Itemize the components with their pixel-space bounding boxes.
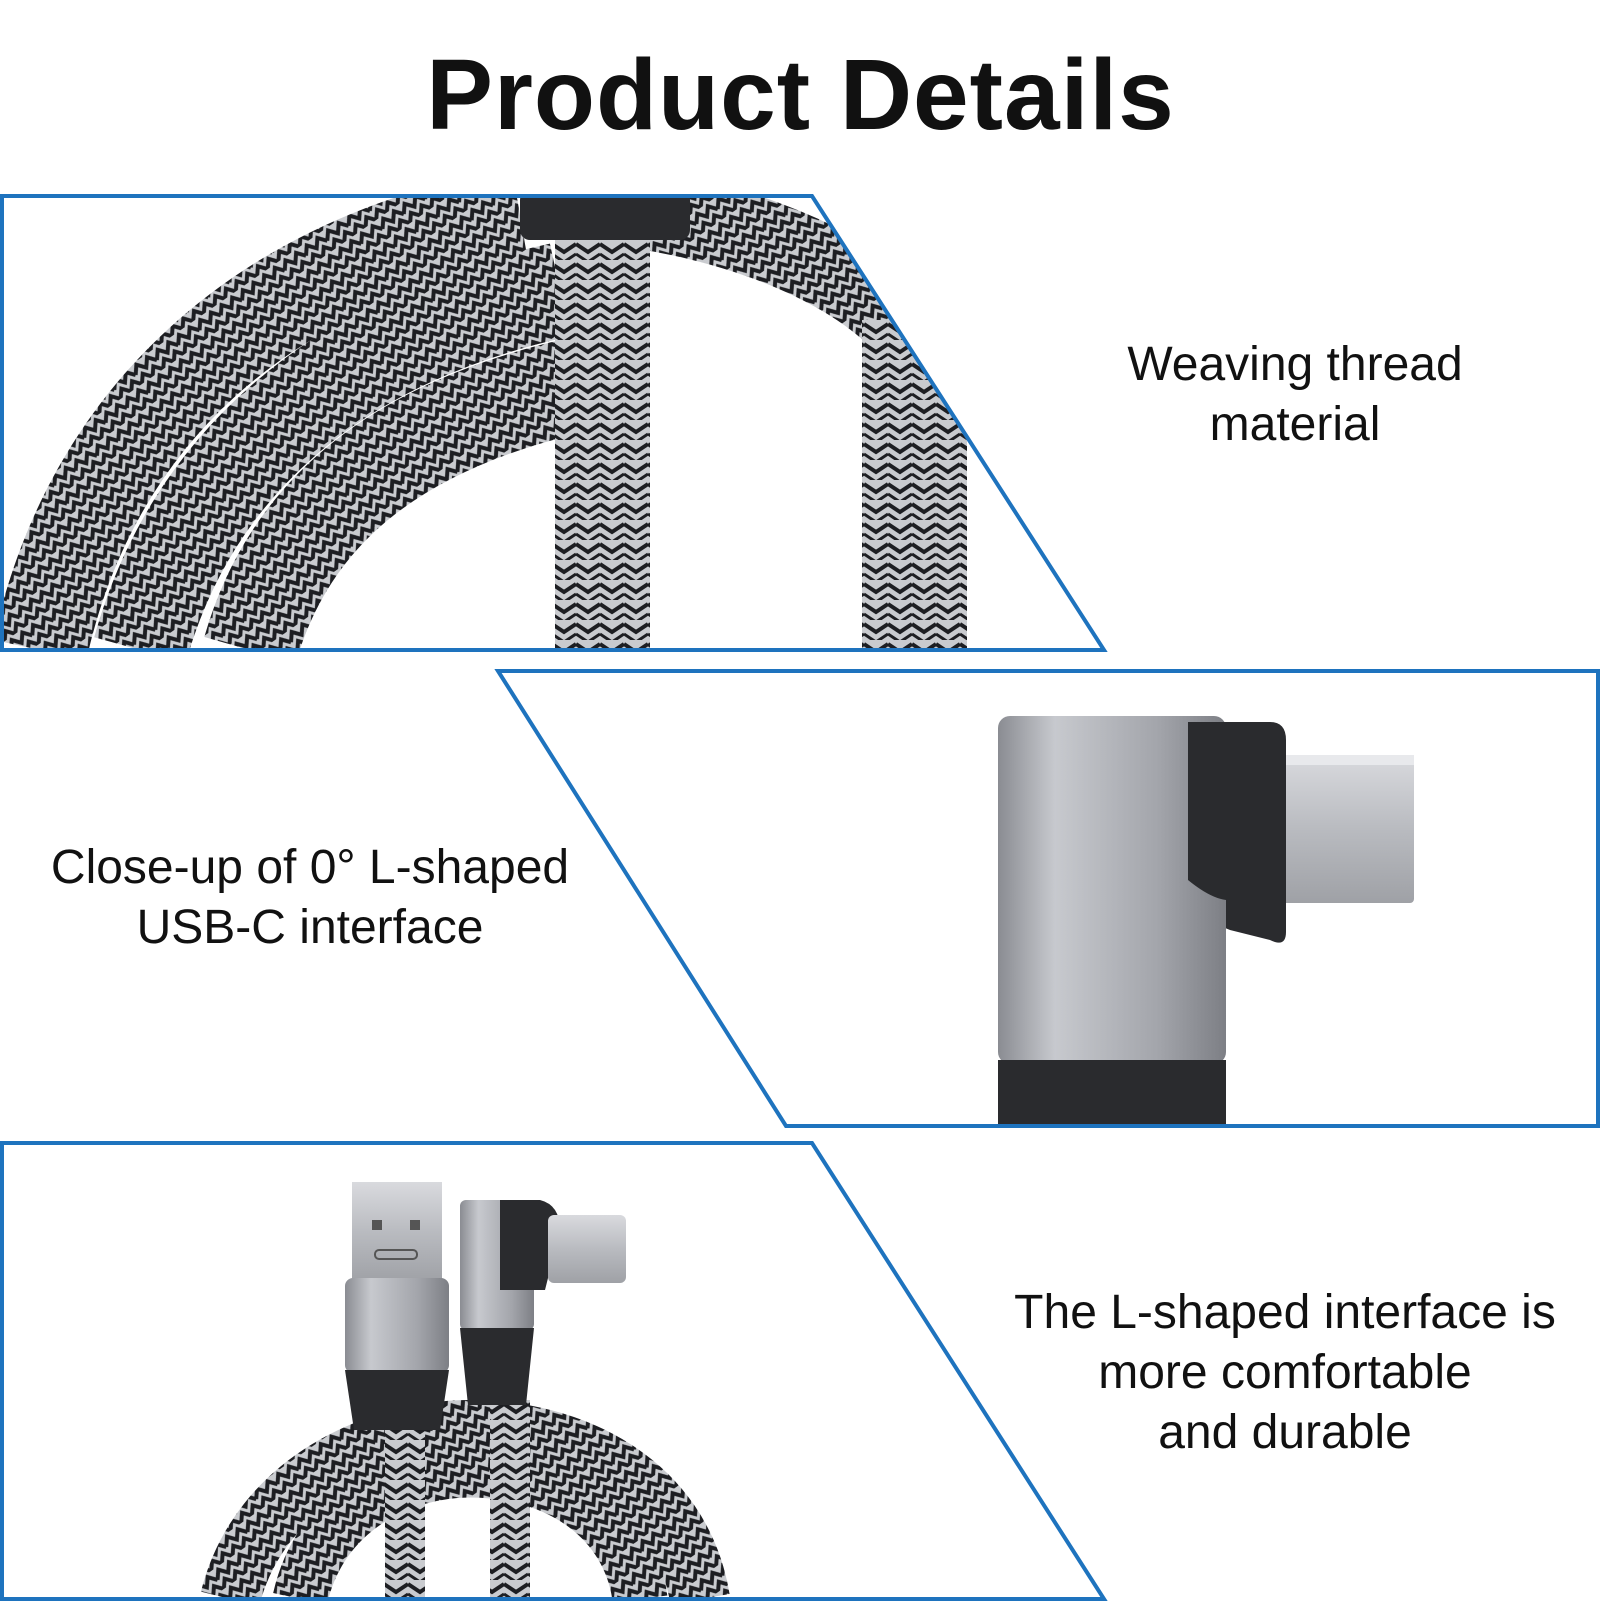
caption-line: material — [1209, 398, 1381, 451]
caption-line: Close-up of 0° L-shaped — [50, 841, 570, 894]
usb-cable-image — [200, 1182, 730, 1599]
caption-line: USB-C interface — [136, 901, 484, 954]
caption-comfortable-durable: The L-shaped interface is more comfortab… — [980, 1283, 1590, 1463]
caption-usb-c-interface: Close-up of 0° L-shaped USB-C interface — [20, 838, 600, 958]
caption-weaving-thread: Weaving thread material — [1080, 335, 1510, 455]
panel-frame-3 — [0, 1141, 1108, 1601]
caption-line: more comfortable — [1098, 1346, 1472, 1399]
panel-frame-2 — [494, 669, 1600, 1128]
page-title: Product Details — [426, 39, 1175, 151]
caption-line: and durable — [1158, 1406, 1412, 1459]
panel-frame-1 — [0, 194, 1108, 652]
caption-line: Weaving thread — [1127, 338, 1463, 391]
braided-cable-image — [2, 196, 967, 650]
l-connector-image — [998, 716, 1414, 1126]
caption-line: The L-shaped interface is — [1014, 1286, 1556, 1339]
